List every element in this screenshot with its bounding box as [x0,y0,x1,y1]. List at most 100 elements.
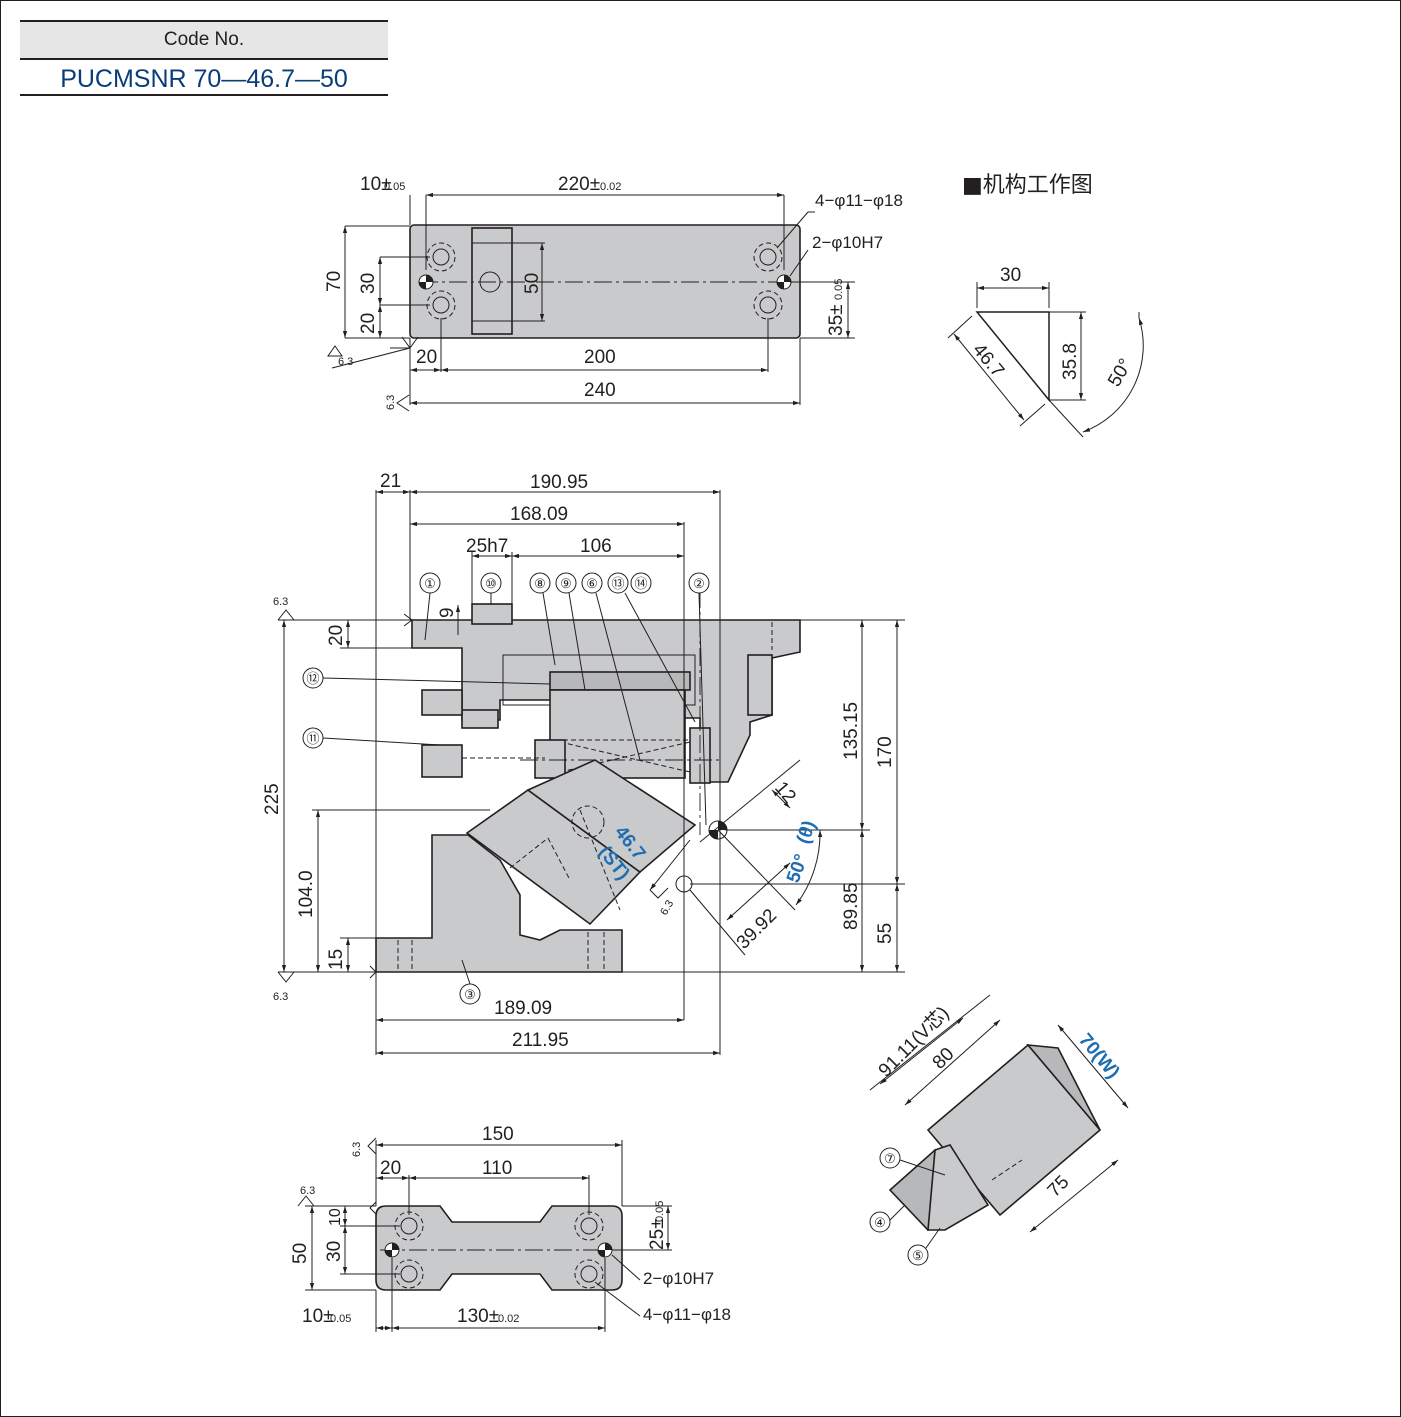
dim-top-hole-x-pitch: 200 [584,347,616,368]
svg-text:③: ③ [464,987,476,1002]
dim-front-key-height: 9 [437,607,458,618]
mech-dim-horizontal: 30 [1000,265,1021,286]
dim-bottom-hole-offset: 20 [380,1158,401,1179]
dim-front-lower-width: 189.09 [494,998,552,1019]
dim-top-hole-spacing: 30 [358,273,379,294]
svg-text:⑫: ⑫ [306,671,319,686]
dim-bottom-dowel-pitch-tol: 0.02 [498,1313,519,1325]
dim-front-lower-base: 55 [875,923,896,944]
part-balloon: ④ [869,1211,891,1233]
callout-top-dowel-holes: 2−φ10H7 [812,233,883,252]
bottom-plate [375,1205,623,1291]
iso-width-label: 70(W) [1074,1030,1123,1083]
dim-top-hole-x-offset: 20 [416,347,437,368]
svg-text:⑪: ⑪ [306,731,319,746]
mech-dim-stroke: 46.7 [968,340,1008,382]
front-view: ① ⑩ ⑧ ⑨ ⑥ ⑬ ⑭ ② ⑫ ⑪ ③ 21 190.95 168.09 2… [262,471,905,1056]
svg-text:⑤: ⑤ [912,1248,924,1263]
dim-front-to-center: 168.09 [510,504,568,525]
dim-top-left-offset-tol: 0.05 [384,181,405,193]
part-balloon: ⑪ [302,727,324,749]
mounting-hole [753,290,783,320]
top-plate [409,224,801,339]
part-balloon: ⑤ [907,1244,929,1266]
dowel-hole-marker [418,274,434,290]
dim-front-total-width: 211.95 [512,1030,569,1051]
callout-bottom-dowel-holes: 2−φ10H7 [643,1269,714,1288]
roughness-top-2: 6.3 [385,395,397,410]
part-balloon: ① [419,572,441,594]
svg-text:⑨: ⑨ [560,576,572,591]
mounting-hole [753,242,783,272]
mech-dim-vertical: 35.8 [1060,343,1081,380]
dim-front-diag: 39.92 [733,905,781,953]
dim-front-lower-height: 104.0 [296,870,317,918]
dim-bottom-dowel-edge: 10± [302,1306,334,1327]
mechanism-title: ■机构工作图 [962,173,1093,198]
part-balloon: ⑦ [879,1147,901,1169]
part-balloon: ② [688,572,710,594]
dim-front-base-thickness: 15 [326,949,347,970]
dim-top-key-width: 50 [522,273,543,294]
dim-top-width: 70 [324,271,345,292]
dim-top-hole-pitch: 220± [558,174,600,195]
mechanism-diagram: ■机构工作图 30 46.7 35.8 50° [947,173,1144,438]
dim-top-hole-pitch-tol: 0.02 [600,181,621,193]
code-number-box: Code No. PUCMSNR 70—46.7—50 [20,20,388,96]
roughness-front-3: 6.3 [273,991,288,1003]
iso-view: ⑦ ④ ⑤ 91.11(V芯) 80 75 70(W) [869,994,1129,1266]
roughness-front-1: 6.3 [658,898,676,917]
svg-text:⑬: ⑬ [611,576,624,591]
iso-dim-75: 75 [1044,1172,1074,1202]
top-view: 10± 0.05 220± 0.02 70 30 20 50 20 200 24… [324,174,903,412]
part-balloon: ⑩ [480,572,502,594]
dim-top-hole-edge: 20 [358,313,379,334]
mech-dim-angle: 50° [1104,355,1137,390]
callout-bottom-bolt-holes: 4−φ11−φ18 [643,1305,731,1324]
top-key-block [471,227,513,335]
svg-text:①: ① [424,576,436,591]
part-balloon: ⑬ [607,572,629,594]
svg-text:⑥: ⑥ [586,576,598,591]
angle-value: 50° [783,852,813,886]
dim-bottom-dowel-offset: 25± [647,1218,668,1250]
iso-dim-80: 80 [929,1044,959,1074]
dim-bottom-dowel-offset-tol: 0.05 [654,1201,666,1222]
dim-bottom-dowel-pitch: 130± [457,1306,499,1327]
roughness-top-1: 6.3 [338,356,353,368]
code-label: Code No. [20,20,388,60]
dowel-hole-marker [597,1242,613,1258]
dim-bottom-hole-edge: 10 [327,1208,344,1226]
slide-body [549,689,686,779]
dim-front-width-upper: 190.95 [530,472,588,493]
dim-front-total-height: 225 [262,783,283,815]
dim-front-key-width: 25h7 [466,536,508,557]
dim-bottom-hole-pitch: 110 [482,1158,512,1179]
dim-bottom-hole-spacing: 30 [324,1241,345,1262]
dim-bottom-length: 150 [482,1124,514,1145]
part-balloon: ⑧ [529,572,551,594]
svg-text:⑭: ⑭ [634,576,647,591]
dim-bottom-width: 50 [290,1243,311,1264]
dim-front-upper-height: 170 [875,736,896,768]
guide-key [471,603,513,625]
dim-bottom-dowel-edge-tol: 0.05 [330,1313,351,1325]
dim-front-point-to-base: 89.85 [841,882,862,930]
svg-text:⑧: ⑧ [534,576,546,591]
svg-text:⑦: ⑦ [884,1151,896,1166]
dim-top-dowel-offset-tol: 0.05 [833,279,845,300]
cam-slide [526,759,697,874]
dim-top-length: 240 [584,380,616,401]
part-balloon: ⑥ [581,572,603,594]
dowel-hole-marker [776,274,792,290]
angle-label: (θ) [793,818,821,847]
code-value: PUCMSNR 70—46.7—50 [20,60,388,96]
svg-text:②: ② [693,576,705,591]
svg-text:④: ④ [874,1215,886,1230]
mounting-hole [574,1259,604,1289]
part-balloon: ⑭ [630,572,652,594]
bottom-view: 150 20 110 10 30 50 25± 0.05 10± 0.05 13… [290,1124,731,1332]
dim-front-upper-to-point: 135.15 [841,702,862,760]
roughness-bottom-1: 6.3 [351,1142,363,1157]
